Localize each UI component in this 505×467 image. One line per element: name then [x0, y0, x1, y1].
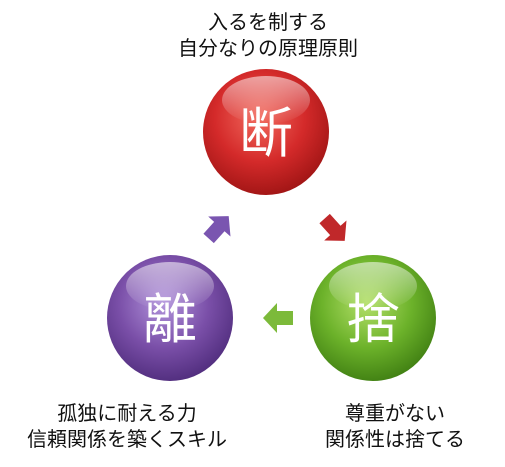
caption-top-line-1: 入るを制する: [208, 10, 328, 34]
arrow-left-to-top: [203, 216, 231, 244]
arrow-top-to-right: [319, 213, 347, 241]
caption-right: 尊重がない 関係性は捨てる: [300, 400, 490, 452]
arrow-right-to-left: [263, 303, 293, 333]
arrow-top-to-right-shape: [319, 213, 347, 241]
node-right-shine: [329, 262, 417, 310]
node-top-label: 断: [239, 102, 293, 165]
caption-left-line-1: 孤独に耐える力: [57, 401, 197, 425]
node-left-label: 離: [143, 288, 197, 351]
caption-top: 入るを制する 自分なりの原理原則: [163, 9, 373, 61]
node-top: 断: [203, 69, 329, 195]
node-right: 捨: [310, 255, 436, 381]
caption-right-line-2: 関係性は捨てる: [325, 427, 465, 451]
node-top-shine: [222, 76, 310, 124]
node-left: 離: [107, 255, 233, 381]
caption-top-line-2: 自分なりの原理原則: [178, 36, 358, 60]
node-left-shine: [126, 262, 214, 310]
arrow-left-to-top-shape: [203, 216, 231, 244]
caption-left: 孤独に耐える力 信頼関係を築くスキル: [12, 400, 242, 452]
arrow-right-to-left-shape: [263, 303, 293, 333]
caption-right-line-1: 尊重がない: [345, 401, 445, 425]
node-right-label: 捨: [346, 288, 400, 351]
caption-left-line-2: 信頼関係を築くスキル: [27, 427, 227, 451]
